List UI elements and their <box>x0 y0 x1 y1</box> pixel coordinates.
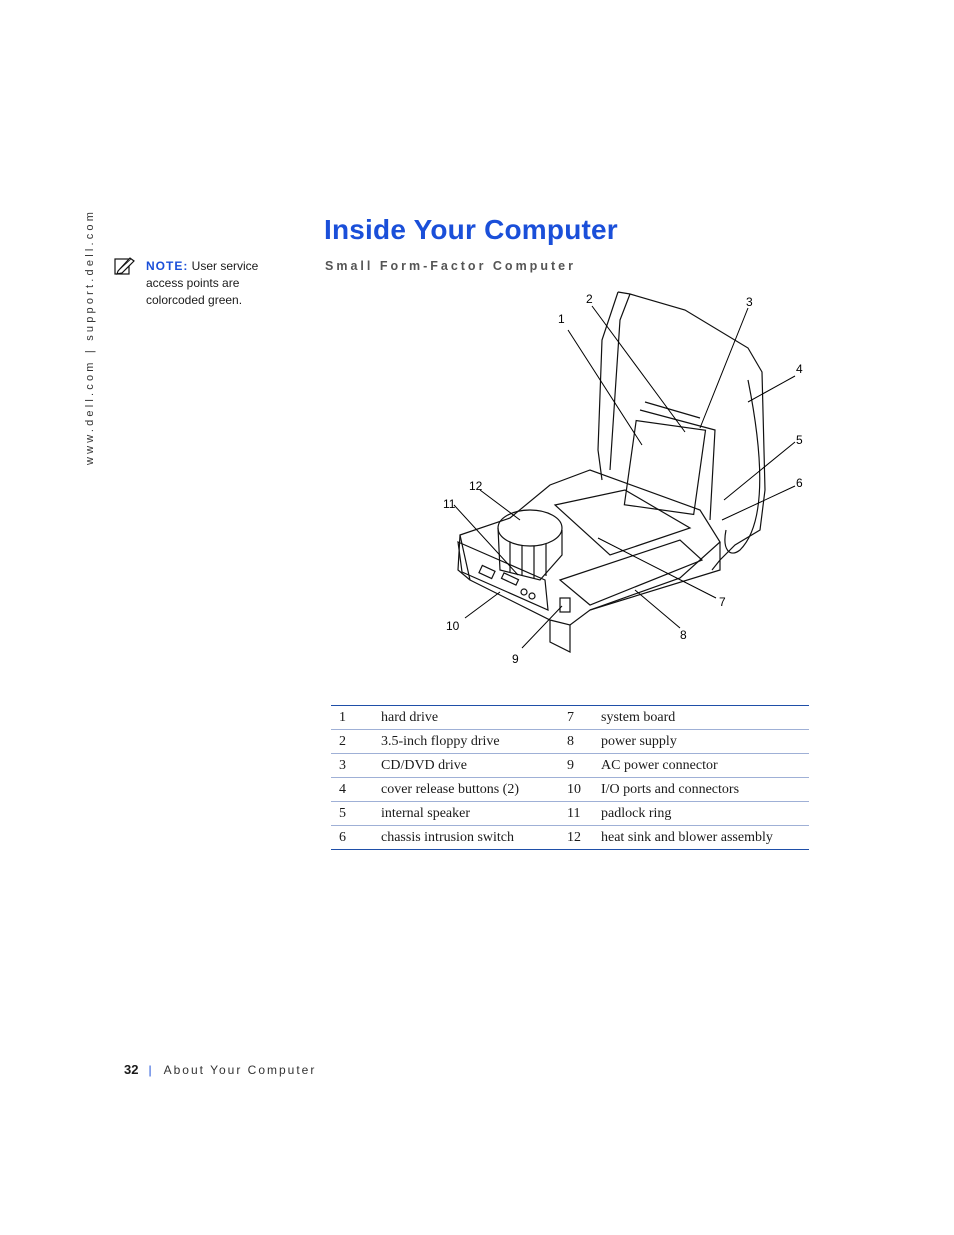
part-label: padlock ring <box>601 801 809 826</box>
callout-5: 5 <box>796 433 803 447</box>
callout-3: 3 <box>746 295 753 309</box>
part-number: 4 <box>331 777 381 802</box>
part-label: power supply <box>601 729 809 754</box>
pencil-note-icon <box>114 257 135 275</box>
callout-4: 4 <box>796 362 803 376</box>
part-label: CD/DVD drive <box>381 753 567 778</box>
table-row: 1 hard drive 7 system board <box>331 705 809 730</box>
part-number: 3 <box>331 753 381 778</box>
note-label: NOTE: <box>146 259 189 273</box>
part-label: cover release buttons (2) <box>381 777 567 802</box>
part-number: 10 <box>567 777 601 802</box>
footer-separator: | <box>148 1063 152 1077</box>
sidebar-url: www.dell.com | support.dell.com <box>84 208 96 465</box>
table-row: 2 3.5-inch floppy drive 8 power supply <box>331 729 809 754</box>
parts-table: 1 hard drive 7 system board 2 3.5-inch f… <box>331 705 809 850</box>
part-label: I/O ports and connectors <box>601 777 809 802</box>
callout-10: 10 <box>446 619 460 633</box>
part-number: 2 <box>331 729 381 754</box>
table-row: 3 CD/DVD drive 9 AC power connector <box>331 753 809 778</box>
callout-1: 1 <box>558 312 565 326</box>
callout-6: 6 <box>796 476 803 490</box>
page-subtitle: Small Form-Factor Computer <box>325 259 576 273</box>
callout-9: 9 <box>512 652 519 666</box>
part-label: AC power connector <box>601 753 809 778</box>
page-footer: 32 | About Your Computer <box>124 1062 316 1077</box>
part-number: 11 <box>567 801 601 826</box>
callout-11: 11 <box>443 497 456 511</box>
table-row: 4 cover release buttons (2) 10 I/O ports… <box>331 777 809 802</box>
footer-section-title: About Your Computer <box>163 1063 317 1077</box>
part-number: 6 <box>339 829 346 845</box>
part-label: chassis intrusion switch <box>381 829 514 845</box>
part-number: 12 <box>567 829 581 845</box>
callout-lines <box>453 305 796 649</box>
part-label: heat sink and blower assembly <box>601 829 773 845</box>
part-label: hard drive <box>381 705 567 730</box>
part-number: 5 <box>331 801 381 826</box>
callout-8: 8 <box>680 628 687 642</box>
note-text: NOTE: User service access points are col… <box>146 258 286 309</box>
part-number: 1 <box>331 705 381 730</box>
callout-7: 7 <box>719 595 726 609</box>
callout-2: 2 <box>586 292 593 306</box>
computer-interior-diagram: 1 2 3 4 5 6 7 8 9 10 11 12 <box>443 291 803 666</box>
page-title: Inside Your Computer <box>324 214 618 245</box>
table-row: 6 chassis intrusion switch 12 heat sink … <box>331 826 809 850</box>
part-label: 3.5-inch floppy drive <box>381 729 567 754</box>
chassis-drawing <box>457 291 766 653</box>
part-number: 9 <box>567 753 601 778</box>
note-body: User service access points are colorcode… <box>146 259 259 307</box>
callout-12: 12 <box>469 479 483 493</box>
page-number: 32 <box>124 1062 139 1077</box>
part-number: 7 <box>567 705 601 730</box>
table-row: 5 internal speaker 11 padlock ring <box>331 801 809 826</box>
callout-labels: 1 2 3 4 5 6 7 8 9 10 11 12 <box>443 292 803 666</box>
part-label: system board <box>601 705 809 730</box>
part-number: 8 <box>567 729 601 754</box>
part-label: internal speaker <box>381 801 567 826</box>
